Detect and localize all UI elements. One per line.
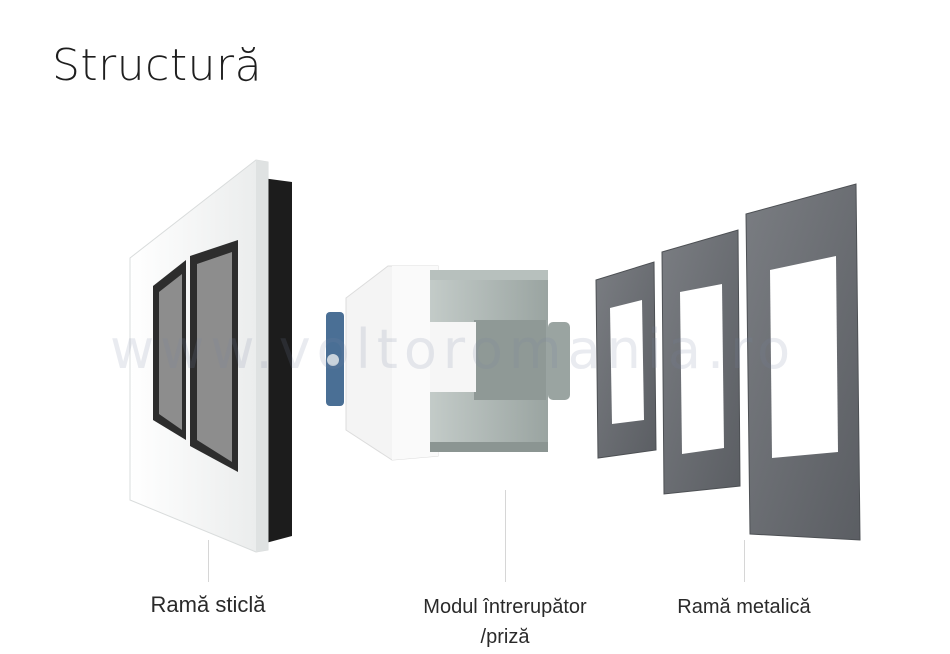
metal-frame-medium [661, 229, 741, 495]
socket-insert-left [153, 260, 186, 440]
caption-metal-frame: Ramă metalică [644, 592, 844, 622]
metal-frame-small [595, 261, 657, 459]
dial-icon [327, 354, 339, 366]
caption-glass-frame-text: Ramă sticlă [150, 592, 266, 617]
caption-metal-frame-text: Ramă metalică [677, 596, 811, 618]
watermark: www.voltoromania.ro [110, 318, 797, 381]
pointer-line-module [505, 490, 506, 582]
metal-frame-large [745, 183, 861, 541]
switch-socket-module [326, 265, 570, 461]
caption-module: Modul întrerupător /priză [380, 592, 630, 652]
pointer-line-glass [208, 540, 209, 582]
socket-insert-right [190, 240, 238, 472]
glass-frame [129, 159, 292, 553]
caption-glass-frame: Ramă sticlă [108, 590, 308, 620]
page-title: Structură [52, 40, 263, 91]
caption-module-line1: Modul întrerupător [423, 596, 587, 618]
pointer-line-metal [744, 540, 745, 582]
caption-module-line2: /priză [480, 626, 530, 648]
